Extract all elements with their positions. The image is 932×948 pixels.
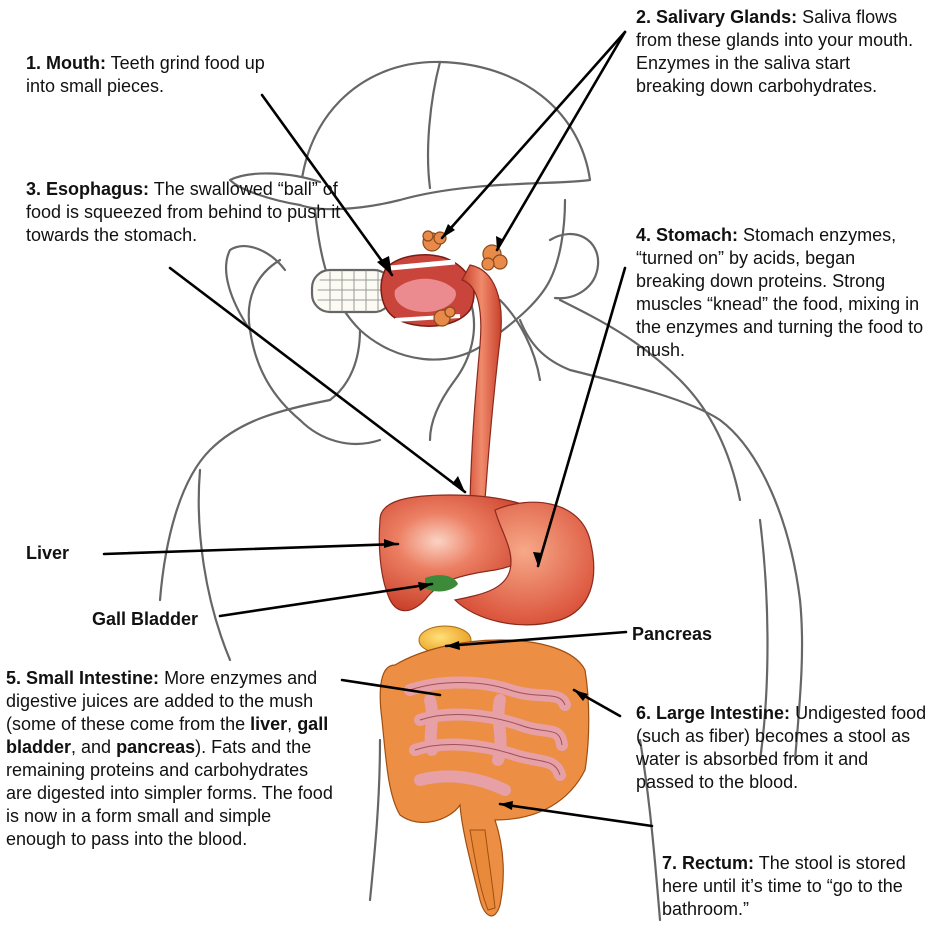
label-esophagus-title: 3. Esophagus: <box>26 179 149 199</box>
label-rectum: 7. Rectum: The stool is stored here unti… <box>662 852 924 921</box>
label-small-intestine: 5. Small Intestine: More enzymes and dig… <box>6 667 336 851</box>
label-salivary-title: 2. Salivary Glands: <box>636 7 797 27</box>
label-mouth-title: 1. Mouth: <box>26 53 106 73</box>
label-small-intestine-sep-2: , and <box>71 737 111 757</box>
ear <box>550 234 598 298</box>
label-salivary-glands: 2. Salivary Glands: Saliva flows from th… <box>636 6 916 98</box>
label-rectum-title: 7. Rectum: <box>662 853 754 873</box>
label-large-intestine-title: 6. Large Intestine: <box>636 703 790 723</box>
label-stomach-title: 4. Stomach: <box>636 225 738 245</box>
label-stomach: 4. Stomach: Stomach enzymes, “turned on”… <box>636 224 928 362</box>
line-liver <box>104 544 398 554</box>
label-liver: Liver <box>26 542 69 565</box>
label-mouth: 1. Mouth: Teeth grind food up into small… <box>26 52 296 98</box>
corn <box>312 270 392 312</box>
label-small-intestine-liver: liver <box>250 714 287 734</box>
mouth-illustration <box>381 255 474 326</box>
label-gall-bladder: Gall Bladder <box>92 608 198 631</box>
label-small-intestine-pancreas: pancreas <box>116 737 195 757</box>
label-stomach-text: Stomach enzymes, “turned on” by acids, b… <box>636 225 923 360</box>
label-esophagus: 3. Esophagus: The swallowed “ball” of fo… <box>26 178 344 247</box>
label-small-intestine-title: 5. Small Intestine: <box>6 668 159 688</box>
label-large-intestine: 6. Large Intestine: Undigested food (suc… <box>636 702 928 794</box>
label-pancreas: Pancreas <box>632 623 712 646</box>
label-small-intestine-sep-1: , <box>287 714 292 734</box>
